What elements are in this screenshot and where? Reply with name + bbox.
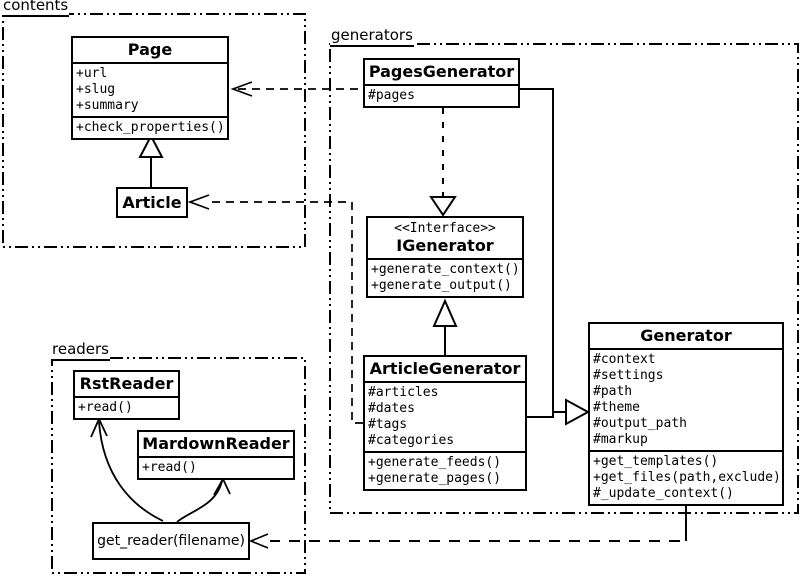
method: +read() <box>78 400 133 415</box>
contents-package-border <box>2 13 306 248</box>
hollow-triangle-icon <box>565 398 591 426</box>
open-arrowhead-icon <box>248 533 269 549</box>
method: +generate_context() <box>371 262 520 277</box>
class-igenerator-methods: +generate_context() +generate_output() <box>368 258 522 296</box>
attribute: #dates <box>368 401 415 416</box>
method: #_update_context() <box>593 486 734 501</box>
package-label-generators: generators <box>330 28 414 47</box>
attribute: #path <box>593 384 633 399</box>
association-curve-getreader-rstreader <box>98 421 164 522</box>
attribute: +summary <box>76 98 139 113</box>
inheritance-line-articlegenerator-generator <box>527 412 554 418</box>
class-generator: Generator #context #settings #path #them… <box>588 322 784 506</box>
class-page: Page +url +slug +summary +check_properti… <box>71 36 229 140</box>
class-page-attributes: +url +slug +summary <box>73 62 227 116</box>
method: +generate_pages() <box>368 471 502 486</box>
class-article: Article <box>116 187 188 218</box>
readers-package-border <box>51 357 306 574</box>
class-rstreader-title: RstReader <box>79 374 174 393</box>
class-generator-attributes: #context #settings #path #theme #output_… <box>590 348 782 450</box>
association-curve-getreader-markdownreader <box>176 480 223 523</box>
method: +get_files(path,exclude) <box>593 470 781 485</box>
class-markdownreader-title: MardownReader <box>142 434 290 453</box>
class-generator-title: Generator <box>640 326 732 345</box>
package-label-readers: readers <box>51 342 110 361</box>
method: +generate_output() <box>371 278 512 293</box>
class-generator-methods: +get_templates() +get_files(path,exclude… <box>590 450 782 504</box>
attribute: #context <box>593 352 656 367</box>
function-get-reader: get_reader(filename) <box>92 522 250 560</box>
class-articlegenerator-attributes: #articles #dates #tags #categories <box>365 381 525 451</box>
attribute: #categories <box>368 433 455 448</box>
class-article-title: Article <box>122 192 182 212</box>
class-articlegenerator: ArticleGenerator #articles #dates #tags … <box>363 355 527 491</box>
attribute: #tags <box>368 417 408 432</box>
class-pagesgenerator: PagesGenerator #pages <box>363 58 520 108</box>
hollow-triangle-icon <box>432 298 458 327</box>
function-get-reader-label: get_reader(filename) <box>97 533 245 549</box>
class-igenerator: <<Interface>> IGenerator +generate_conte… <box>366 216 524 298</box>
attribute: #settings <box>593 368 664 383</box>
class-igenerator-title: IGenerator <box>396 236 494 255</box>
package-label-contents: contents <box>2 0 70 17</box>
open-arrowhead-icon <box>187 194 210 210</box>
dependency-line-articlegenerator-article <box>207 201 363 424</box>
hollow-triangle-icon <box>138 133 164 158</box>
class-page-methods: +check_properties() <box>73 116 227 138</box>
class-articlegenerator-methods: +generate_feeds() +generate_pages() <box>365 451 525 489</box>
hollow-triangle-icon <box>429 196 457 217</box>
attribute: +url <box>76 66 108 81</box>
attribute: #theme <box>593 400 640 415</box>
generators-package-border <box>329 43 799 514</box>
attribute: #markup <box>593 432 648 447</box>
class-articlegenerator-title: ArticleGenerator <box>369 359 521 378</box>
method: +read() <box>142 460 197 475</box>
class-igenerator-stereotype: <<Interface>> <box>394 221 496 236</box>
class-markdownreader: MardownReader +read() <box>137 430 295 480</box>
class-page-title: Page <box>127 40 173 59</box>
attribute: #pages <box>368 88 415 103</box>
class-pagesgenerator-title: PagesGenerator <box>368 62 515 81</box>
inheritance-line-pagesgenerator-generator <box>520 88 554 412</box>
class-markdownreader-methods: +read() <box>139 456 293 478</box>
class-pagesgenerator-attributes: #pages <box>365 84 518 106</box>
class-rstreader-methods: +read() <box>75 396 178 418</box>
method: +generate_feeds() <box>368 455 502 470</box>
open-arrowhead-icon <box>230 81 253 97</box>
method: +get_templates() <box>593 454 719 469</box>
class-rstreader: RstReader +read() <box>73 370 180 420</box>
attribute: #output_path <box>593 416 687 431</box>
attribute: #articles <box>368 385 439 400</box>
attribute: +slug <box>76 82 116 97</box>
method: +check_properties() <box>76 120 225 135</box>
